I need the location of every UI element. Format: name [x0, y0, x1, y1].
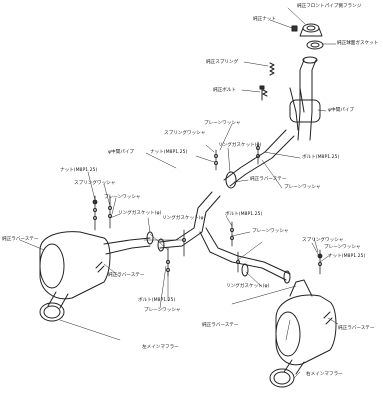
label-nut-1: ナット(M8P1.25): [150, 150, 188, 155]
label-ring-gasket-1: リングガスケット(φ): [218, 143, 262, 148]
label-spring-washer-1: スプリングワッシャ: [164, 131, 206, 136]
label-plain-washer-4: プレーンワッシャ: [252, 229, 289, 234]
label-plain-washer-2: プレーンワッシャ: [284, 185, 321, 190]
label-nut-2: ナット(M8P1.25): [60, 168, 98, 173]
label-stock-rubber-stay-4: 純正ラバーステー: [108, 273, 145, 278]
label-right-main-muffler: 右メインマフラー: [306, 372, 343, 377]
label-stock-bolt: 純正ボルト: [213, 88, 236, 93]
label-left-main-muffler: 左メインマフラー: [142, 345, 179, 350]
label-stock-rubber-stay-5: 純正ラバーステー: [202, 323, 239, 328]
label-stock-rubber-stay-3: 純正ラバーステー: [2, 237, 39, 242]
front-flange: [299, 23, 323, 37]
label-plain-washer-3: プレーンワッシャ: [104, 195, 141, 200]
label-stock-nut: 純正ナット: [253, 17, 276, 22]
stock-nut: [291, 25, 298, 32]
label-plain-washer-1: プレーンワッシャ: [204, 121, 241, 126]
label-bolt-2: ボルト(M8P1.25): [225, 212, 263, 217]
label-stock-rubber-stay-6: 純正ラバーステー: [338, 326, 375, 331]
label-plain-washer-5: プレーンワッシャ: [144, 308, 181, 313]
label-spring-washer-3: スプリングワッシャ: [302, 238, 344, 243]
label-plain-washer-6: プレーンワッシャ: [324, 245, 361, 250]
stock-bolt: [259, 85, 265, 101]
hardware-stacks: [92, 141, 323, 277]
label-bolt-3: ボルト(M8P1.25): [138, 298, 176, 303]
center-pipe-right: [223, 129, 295, 189]
left-muffler: [39, 231, 151, 322]
right-muffler: [269, 279, 337, 388]
label-center-pipe-2: φ中間パイプ: [108, 150, 134, 155]
center-pipe-left: [157, 191, 291, 284]
label-ring-gasket-2b: リングガスケット(φ): [162, 216, 206, 221]
label-spring-washer-2: スプリングワッシャ: [74, 181, 116, 186]
label-ring-gasket-2: リングガスケット(φ): [118, 211, 162, 216]
label-stock-rubber-stay-1: 純正ラバーステー: [250, 177, 287, 182]
label-center-pipe: φ中間パイプ: [328, 108, 354, 113]
label-bolt-1: ボルト(M8P1.25): [302, 155, 340, 160]
label-ring-gasket-4: リングガスケット(φ): [226, 284, 270, 289]
spherical-gasket: [306, 40, 324, 50]
label-nut-3: ナット(M8P1.25): [328, 254, 366, 259]
stock-spring: [262, 62, 275, 97]
front-pipe: [289, 56, 321, 141]
label-stock-spring: 純正スプリング: [206, 60, 239, 65]
label-stock-gasket: 純正球面ガスケット: [337, 41, 379, 46]
label-front-pipe-flange: 純正フロントパイプ側フランジ: [297, 4, 362, 9]
leader-lines: [19, 7, 339, 379]
